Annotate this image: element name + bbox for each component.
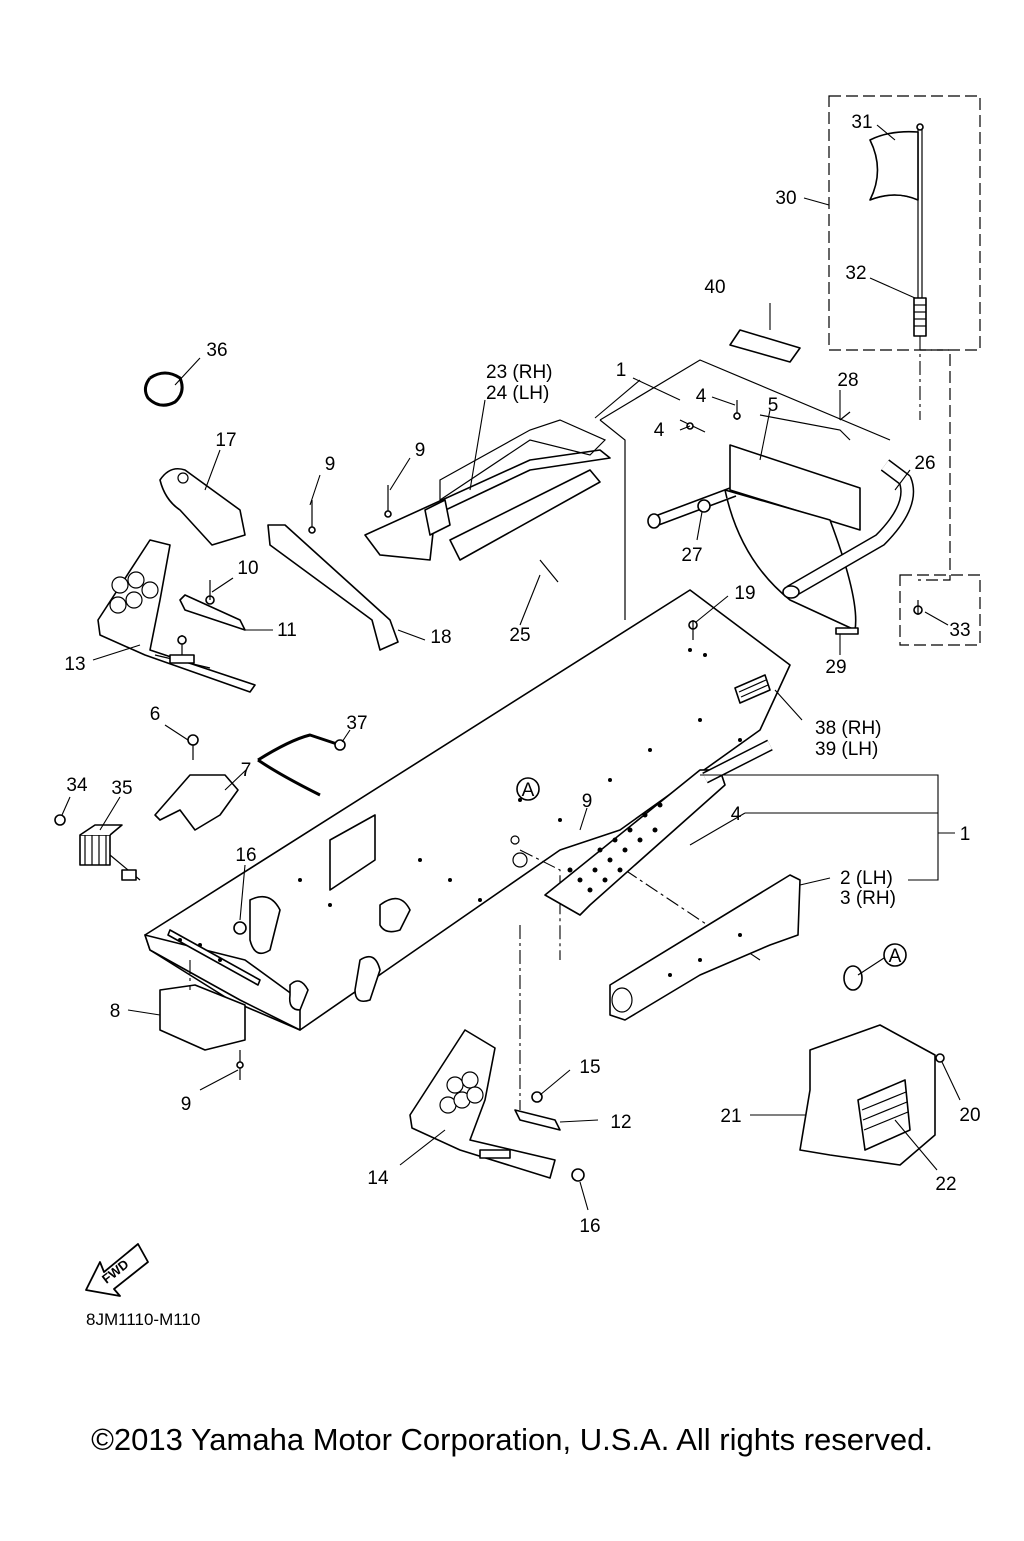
callout-9-c: 9 <box>582 791 593 812</box>
callout-19: 19 <box>734 583 755 604</box>
callout-38: 38 (RH) <box>815 718 882 739</box>
callout-1-top: 1 <box>616 360 627 381</box>
fwd-arrow: FWD <box>85 1243 149 1297</box>
callout-12: 12 <box>610 1112 631 1133</box>
callout-27: 27 <box>681 545 702 566</box>
callout-18: 18 <box>430 627 451 648</box>
callout-9-d: 9 <box>181 1094 192 1115</box>
bolt-15 <box>531 1091 543 1103</box>
bumper-plate <box>729 444 861 531</box>
diagram-code: 8JM1110-M110 <box>86 1310 200 1329</box>
tunnel-frame <box>144 589 791 1031</box>
callout-34: 34 <box>66 775 88 796</box>
washer-27 <box>697 499 711 513</box>
callout-8: 8 <box>110 1001 121 1022</box>
callout-2: 2 (LH) <box>840 868 893 889</box>
nut-16-bottom <box>571 1168 585 1182</box>
bolt-33-dashed-box <box>899 574 981 646</box>
side-rail-23 <box>364 419 611 583</box>
bracket-11 <box>179 594 246 631</box>
flag-cloth <box>869 130 919 201</box>
callout-33: 33 <box>949 620 970 641</box>
callout-36: 36 <box>206 340 227 361</box>
stay-18 <box>267 524 399 651</box>
callout-9-b: 9 <box>415 440 426 461</box>
tunnel-cutout <box>329 814 376 891</box>
screw-6 <box>187 734 199 746</box>
tunnel-top <box>144 589 791 1031</box>
bracket-17 <box>159 467 246 546</box>
callout-24: 24 (LH) <box>486 383 549 404</box>
callout-22: 22 <box>935 1174 956 1195</box>
decal-40 <box>729 329 801 363</box>
ref-marker-a-text-1: A <box>522 780 535 801</box>
callout-26: 26 <box>914 453 935 474</box>
cover-21 <box>799 965 945 1166</box>
callout-32: 32 <box>845 263 866 284</box>
callout-39: 39 (LH) <box>815 739 878 760</box>
ref-marker-a-1: A <box>516 777 540 801</box>
callout-31: 31 <box>851 112 872 133</box>
callout-4-top: 4 <box>696 386 707 407</box>
running-board-lower <box>609 874 801 1021</box>
callout-4-mid: 4 <box>654 420 665 441</box>
callout-25: 25 <box>509 625 530 646</box>
bolt-34 <box>54 814 66 826</box>
callout-28: 28 <box>837 370 858 391</box>
callout-11: 11 <box>277 620 297 641</box>
callout-40: 40 <box>704 277 725 298</box>
callout-4-bottom: 4 <box>731 804 742 825</box>
callout-labels: 31 30 32 40 36 23 (RH) 24 (LH) 1 4 4 5 2… <box>64 112 980 1237</box>
bracket-12 <box>514 1109 561 1131</box>
flag-assembly <box>828 95 981 646</box>
callout-37: 37 <box>346 713 367 734</box>
bracket-14 <box>409 1029 556 1179</box>
callout-16-a: 16 <box>235 845 256 866</box>
clamp-36 <box>143 371 184 407</box>
callout-17: 17 <box>215 430 236 451</box>
bracket-13 <box>97 539 256 693</box>
bracket-8 <box>159 984 246 1051</box>
callout-13: 13 <box>64 654 85 675</box>
callout-14: 14 <box>367 1168 389 1189</box>
callout-7: 7 <box>241 760 252 781</box>
running-board-upper <box>544 739 773 916</box>
callout-29: 29 <box>825 657 846 678</box>
callout-5: 5 <box>768 395 779 416</box>
callout-3: 3 (RH) <box>840 888 896 909</box>
rear-bumper-assembly <box>599 329 923 635</box>
label-22 <box>857 1079 911 1151</box>
callout-23: 23 (RH) <box>486 362 553 383</box>
nut-16-top <box>233 921 247 935</box>
callout-6: 6 <box>150 704 161 725</box>
ref-marker-a-2: A <box>883 943 907 967</box>
callout-9-a: 9 <box>325 454 336 475</box>
callout-15: 15 <box>579 1057 600 1078</box>
callout-30: 30 <box>775 188 796 209</box>
ref-marker-a-text-2: A <box>889 946 902 967</box>
callout-21: 21 <box>720 1106 741 1127</box>
flag-kit-dashed-box <box>828 95 981 351</box>
flag-pole-base <box>913 297 927 337</box>
callout-20: 20 <box>959 1105 980 1126</box>
callout-35: 35 <box>111 778 132 799</box>
harness-37 <box>257 733 341 797</box>
screw-20 <box>935 1053 945 1063</box>
callout-10: 10 <box>237 558 258 579</box>
leader-lines <box>61 124 961 1211</box>
callout-1-bottom: 1 <box>960 824 971 845</box>
callout-16-b: 16 <box>579 1216 600 1237</box>
bracket-7 <box>154 774 239 831</box>
copyright-notice: ©2013 Yamaha Motor Corporation, U.S.A. A… <box>91 1422 933 1457</box>
